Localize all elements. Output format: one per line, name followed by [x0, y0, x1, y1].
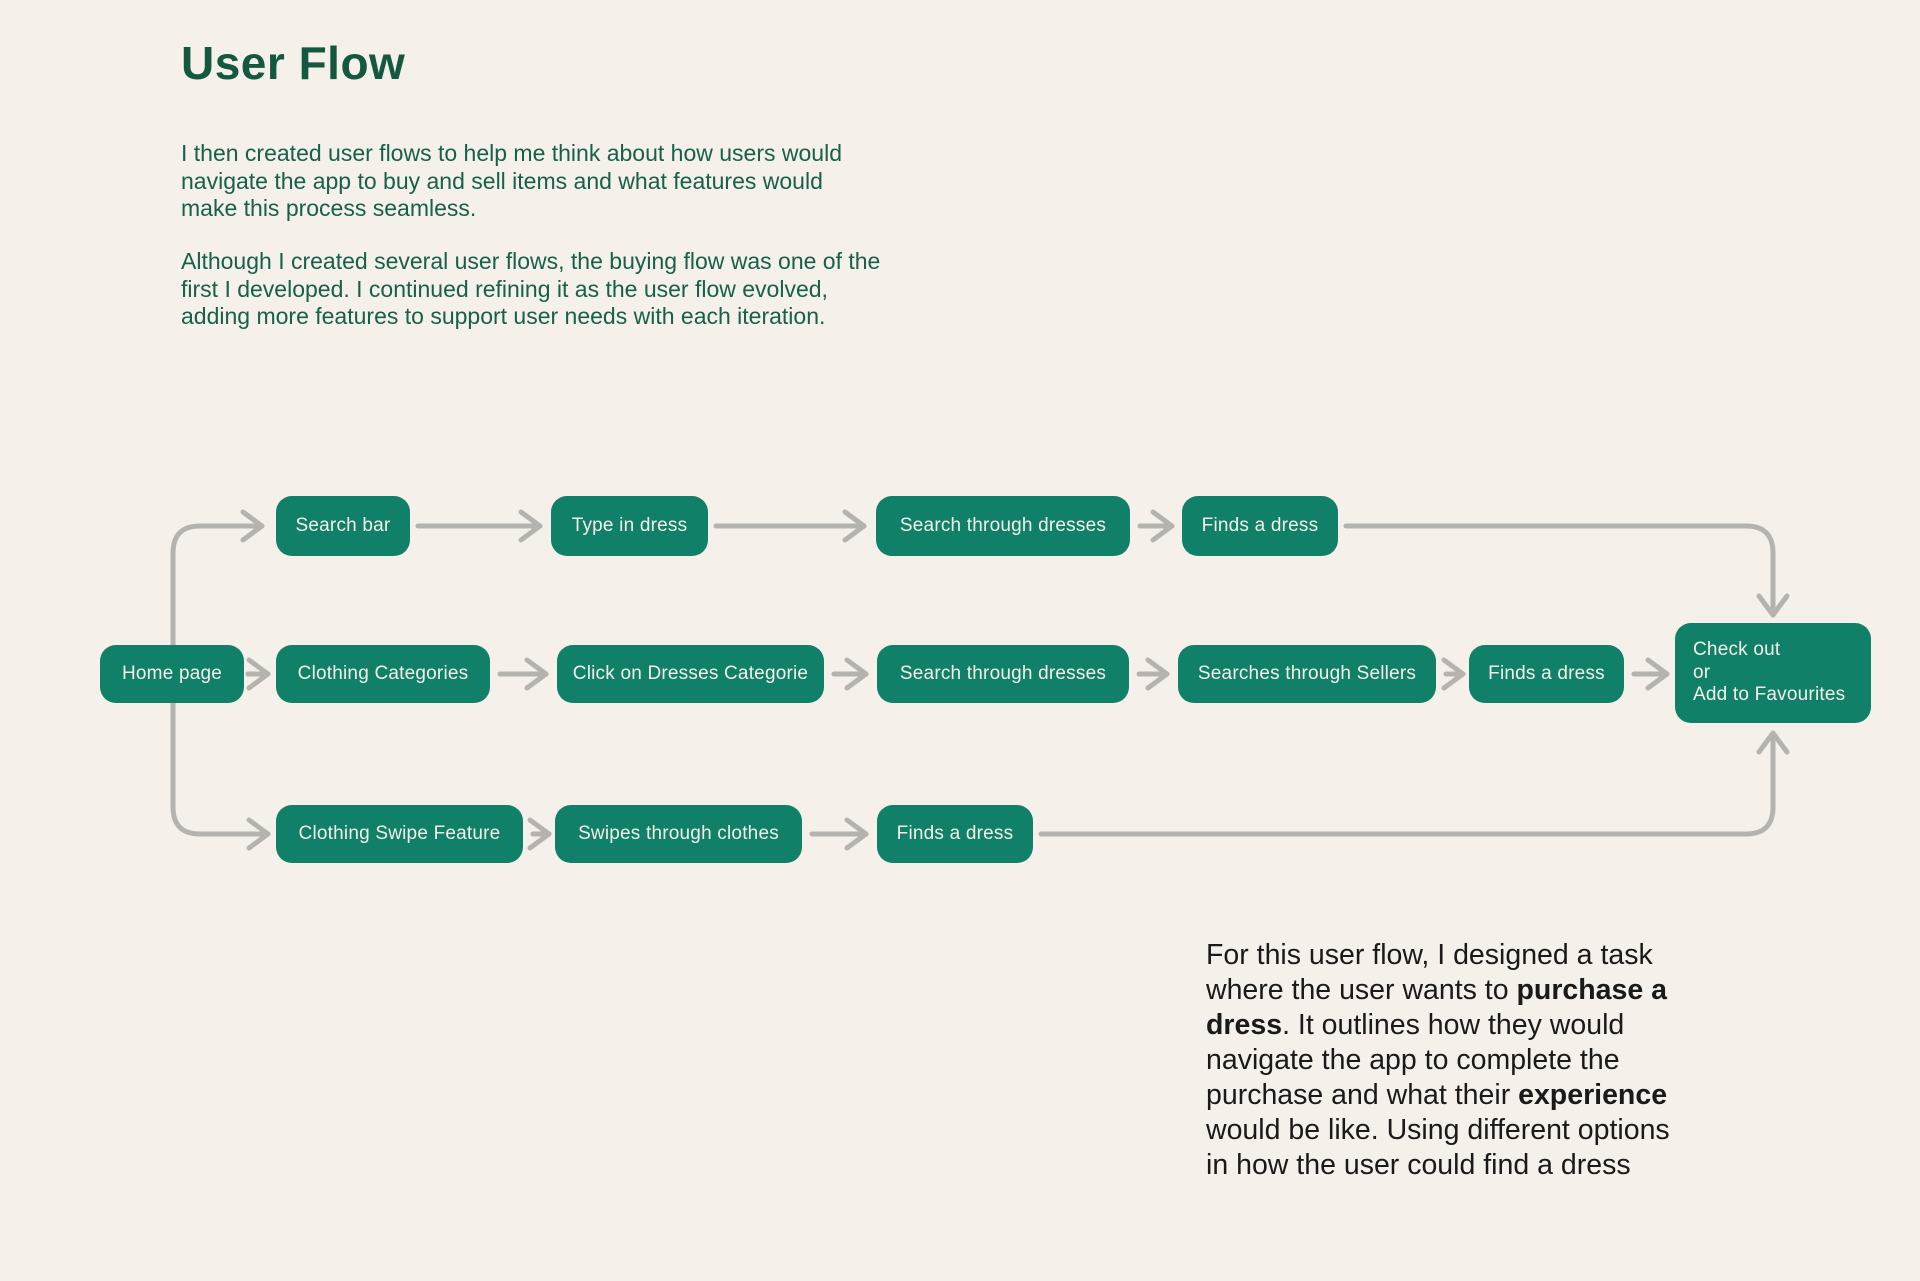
- flow-node-clothing-categories: Clothing Categories: [276, 645, 490, 703]
- flow-node-searches-through-sellers: Searches through Sellers: [1178, 645, 1436, 703]
- flow-node-clothing-swipe-feature: Clothing Swipe Feature: [276, 805, 523, 863]
- intro-paragraph-2: Although I created several user flows, t…: [181, 248, 881, 330]
- flow-node-search-through-dresses-1: Search through dresses: [876, 496, 1130, 556]
- flow-node-finds-a-dress-3: Finds a dress: [877, 805, 1033, 863]
- flow-node-finds-a-dress-1: Finds a dress: [1182, 496, 1338, 556]
- flow-node-finds-a-dress-2: Finds a dress: [1469, 645, 1624, 703]
- flow-node-click-on-dresses-categorie: Click on Dresses Categorie: [557, 645, 824, 703]
- outro-paragraph: For this user flow, I designed a task wh…: [1206, 939, 1670, 1182]
- flow-node-home-page: Home page: [100, 645, 244, 703]
- flow-node-checkout-or-favourites: Check out or Add to Favourites: [1675, 623, 1871, 723]
- page-title: User Flow: [181, 37, 406, 89]
- flow-node-search-through-dresses-2: Search through dresses: [877, 645, 1129, 703]
- intro-paragraph-1: I then created user flows to help me thi…: [181, 140, 842, 222]
- flow-node-swipes-through-clothes: Swipes through clothes: [555, 805, 802, 863]
- flow-node-type-in-dress: Type in dress: [551, 496, 708, 556]
- flow-node-search-bar: Search bar: [276, 496, 410, 556]
